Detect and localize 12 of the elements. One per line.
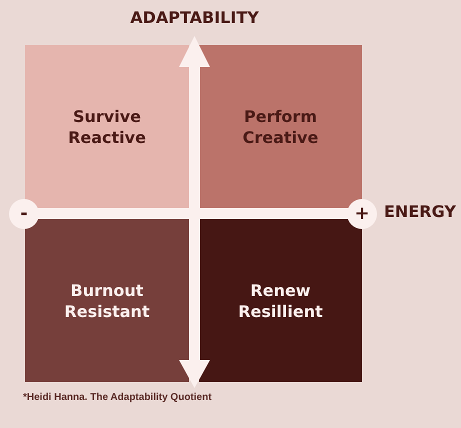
caption-text: *Heidi Hanna. The Adaptability Quotient <box>23 392 212 404</box>
quadrant-box <box>199 219 362 382</box>
axis-end-circle: - <box>9 199 39 229</box>
axis-title: ADAPTABILITY <box>129 8 260 28</box>
quadrant-label: Perform Creative <box>242 106 320 148</box>
quadrant-box <box>199 45 362 208</box>
quadrant-label: Renew Resillient <box>237 280 324 322</box>
quadrant-box <box>25 219 189 382</box>
quadrant-label: Survive Reactive <box>67 106 147 148</box>
quadrant-box <box>25 45 189 208</box>
quadrant-label: Burnout Resistant <box>63 280 151 322</box>
axis-title: ENERGY <box>384 202 457 222</box>
